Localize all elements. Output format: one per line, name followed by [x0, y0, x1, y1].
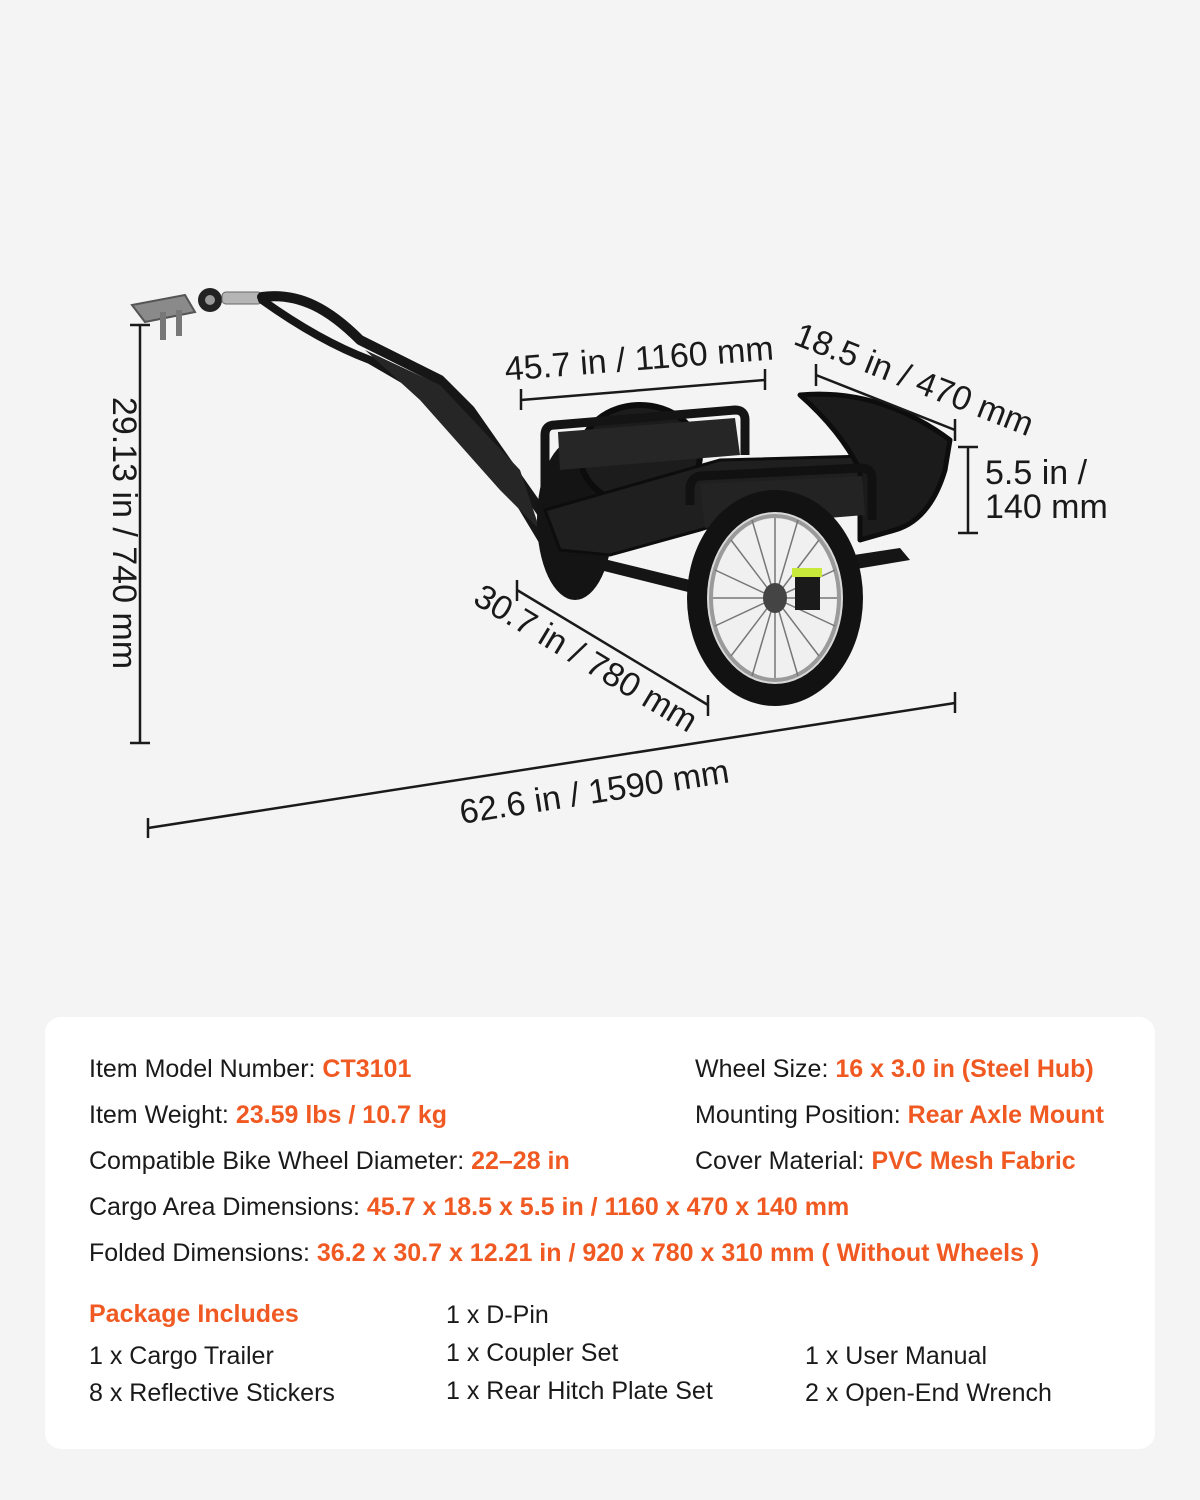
spec-card: Item Model Number: CT3101 Item Weight: 2…	[45, 1017, 1155, 1449]
package-item: 1 x D-Pin	[446, 1301, 549, 1329]
spec-wheel-diameter-label: Compatible Bike Wheel Diameter:	[89, 1147, 472, 1175]
package-item: 2 x Open-End Wrench	[805, 1379, 1052, 1407]
package-item: 1 x Cargo Trailer	[89, 1342, 274, 1370]
spec-folded-label: Folded Dimensions:	[89, 1239, 317, 1267]
spec-wheel-diameter-value: 22–28 in	[471, 1147, 570, 1175]
spec-wheel-size-label: Wheel Size:	[695, 1055, 836, 1083]
spec-mounting: Mounting Position: Rear Axle Mount	[695, 1100, 1104, 1130]
product-illustration: 45.7 in / 1160 mm 18.5 in / 470 mm 5.5 i…	[105, 288, 1108, 838]
spec-wheel-size-value: 16 x 3.0 in (Steel Hub)	[835, 1055, 1094, 1083]
spec-cover-value: PVC Mesh Fabric	[871, 1147, 1076, 1175]
package-item: 1 x Rear Hitch Plate Set	[446, 1377, 713, 1405]
spec-weight-value: 23.59 lbs / 10.7 kg	[235, 1101, 448, 1129]
spec-folded: Folded Dimensions: 36.2 x 30.7 x 12.21 i…	[89, 1238, 1039, 1268]
spec-cover: Cover Material: PVC Mesh Fabric	[695, 1146, 1076, 1176]
spec-wheel-size: Wheel Size: 16 x 3.0 in (Steel Hub)	[695, 1054, 1094, 1084]
spec-cargo-area-value: 45.7 x 18.5 x 5.5 in / 1160 x 470 x 140 …	[366, 1193, 850, 1221]
package-includes-title: Package Includes	[89, 1300, 299, 1328]
cargo-trailer-image	[130, 288, 953, 706]
spec-mounting-value: Rear Axle Mount	[907, 1101, 1104, 1129]
dim-overall-length-label: 62.6 in / 1590 mm	[457, 753, 732, 832]
spec-cargo-area: Cargo Area Dimensions: 45.7 x 18.5 x 5.5…	[89, 1192, 849, 1222]
spec-model: Item Model Number: CT3101	[89, 1054, 411, 1084]
dim-wheel-track-label: 30.7 in / 780 mm	[467, 577, 704, 740]
spec-model-value: CT3101	[322, 1055, 412, 1083]
dim-cargo-length-label: 45.7 in / 1160 mm	[503, 330, 775, 389]
spec-mounting-label: Mounting Position:	[695, 1101, 908, 1129]
dim-cargo-height-label-line2: 140 mm	[985, 488, 1108, 526]
package-item: 1 x User Manual	[805, 1342, 988, 1370]
spec-model-label: Item Model Number:	[89, 1055, 323, 1083]
spec-cover-label: Cover Material:	[695, 1147, 872, 1175]
spec-weight-label: Item Weight:	[89, 1101, 236, 1129]
dimension-lines	[130, 323, 978, 838]
package-item: 1 x Coupler Set	[446, 1339, 619, 1367]
dim-cargo-height-label-line1: 5.5 in /	[985, 454, 1088, 492]
dim-overall-height-label: 29.13 in / 740 mm	[105, 397, 143, 669]
trailer-wheel	[687, 490, 863, 706]
spec-wheel-diameter: Compatible Bike Wheel Diameter: 22–28 in	[89, 1146, 570, 1176]
spec-cargo-area-label: Cargo Area Dimensions:	[89, 1193, 367, 1221]
spec-weight: Item Weight: 23.59 lbs / 10.7 kg	[89, 1100, 447, 1130]
package-item: 8 x Reflective Stickers	[89, 1379, 335, 1407]
spec-folded-value: 36.2 x 30.7 x 12.21 in / 920 x 780 x 310…	[316, 1239, 1040, 1267]
